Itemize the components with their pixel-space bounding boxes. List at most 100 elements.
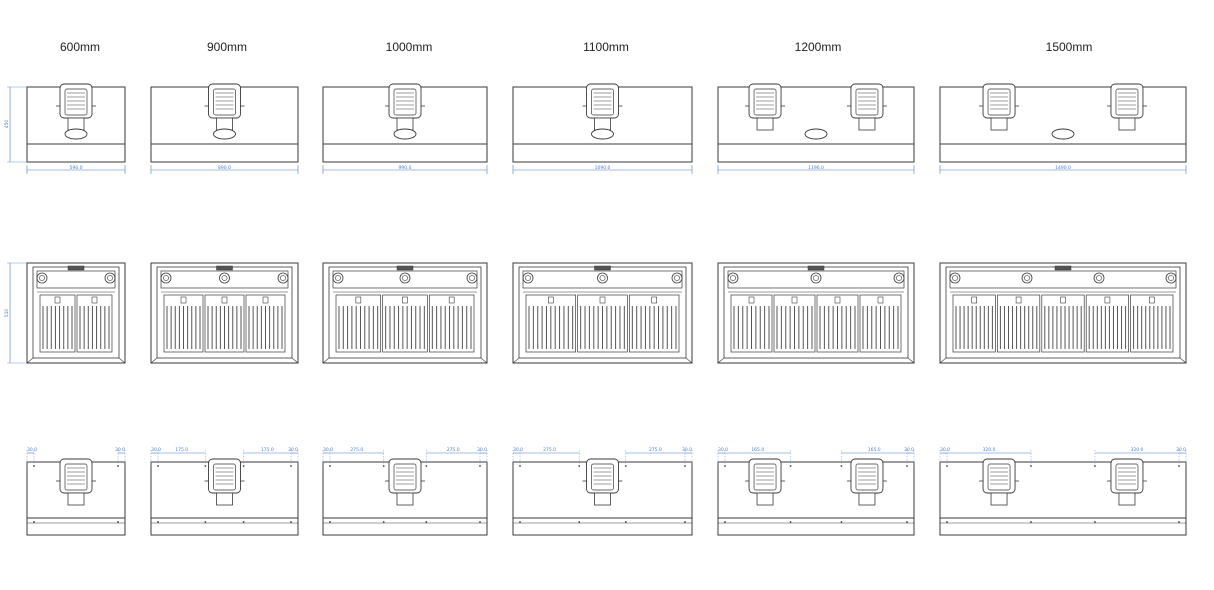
blower-cover [753, 88, 777, 116]
side-dimension-label: 275.0 [543, 447, 556, 453]
blower-outlet [396, 492, 414, 506]
width-dimension-label: 990.0 [399, 165, 412, 171]
filter-handle [262, 296, 269, 304]
filter-handle [1104, 296, 1111, 304]
width-dimension-label: 890.0 [218, 165, 231, 171]
blower-outlet [990, 117, 1008, 131]
led-light-inner [163, 275, 169, 281]
mounting-view [512, 450, 693, 536]
filter-handle [748, 296, 755, 304]
frame-bevel [939, 357, 947, 364]
filter-handle [448, 296, 455, 304]
blower-outlet [756, 117, 774, 131]
frame-bevel [512, 357, 520, 364]
top-view [512, 83, 693, 174]
filter-handle [877, 296, 884, 304]
mount-hole [789, 521, 792, 523]
mount-hole [724, 521, 726, 523]
control-panel [807, 265, 825, 271]
blower-cover [393, 463, 417, 491]
filter-handle [971, 296, 978, 304]
led-light-inner [952, 275, 958, 281]
hood-body-outline [939, 86, 1187, 163]
grease-filter [997, 294, 1041, 353]
duct-outlet-oval [591, 128, 614, 140]
size-label: 1500mm [1045, 40, 1093, 54]
size-label: 1000mm [385, 40, 433, 54]
mount-hole [157, 521, 159, 523]
front-view [150, 262, 299, 364]
front-view [512, 262, 693, 364]
duct-outlet-oval [64, 128, 88, 140]
blower-cover [213, 88, 236, 116]
mount-hole [329, 521, 331, 523]
filter-handle [1015, 296, 1022, 304]
mount-hole [624, 521, 627, 523]
led-light [160, 272, 172, 284]
mount-hole [1030, 521, 1032, 523]
frame-bevel [291, 357, 299, 364]
led-light-inner [599, 275, 606, 281]
filter-handle [1149, 296, 1155, 304]
blower-outlet [216, 117, 233, 131]
blower-cover [213, 463, 236, 491]
blower-outlet [216, 492, 233, 506]
led-light [1021, 272, 1033, 284]
side-dimension-label: 30.0 [27, 447, 37, 453]
filter-handle [599, 296, 606, 304]
filter-handle [91, 296, 98, 304]
filter-handle [548, 296, 554, 304]
filter-handle [402, 296, 408, 304]
blower-outlet [990, 492, 1008, 506]
led-light-inner [469, 275, 475, 281]
led-light-inner [280, 275, 286, 281]
mount-hole [1094, 521, 1096, 523]
mount-hole [425, 521, 428, 523]
mount-hole [840, 521, 843, 523]
led-light-inner [107, 275, 113, 281]
duct-outlet-oval [213, 128, 236, 140]
frame-bevel [118, 357, 126, 364]
mounting-view [322, 450, 488, 536]
blower-cover [753, 463, 777, 491]
led-light [36, 272, 48, 284]
led-light [671, 272, 683, 284]
mounting-view [26, 450, 126, 536]
duct-outlet-oval [393, 128, 417, 140]
blower-cover [591, 463, 614, 491]
blower-outlet [858, 492, 876, 506]
side-dimension-label: 30.0 [477, 447, 487, 453]
led-light-inner [674, 275, 680, 281]
led-light-inner [525, 275, 531, 281]
side-dimension-label: 275.0 [350, 447, 363, 453]
mounting-view [939, 450, 1187, 536]
mount-hole [479, 521, 481, 523]
mount-outline [939, 461, 1187, 536]
blower-cover [64, 88, 88, 116]
side-dimension-label: 275.0 [447, 447, 460, 453]
led-light-inner [730, 275, 736, 281]
frame-bevel [26, 357, 34, 364]
grease-filter [952, 294, 996, 353]
led-light-inner [335, 275, 341, 281]
grease-filter [335, 294, 382, 353]
led-light [597, 272, 608, 284]
frame-bevel [322, 357, 330, 364]
grease-filter [382, 294, 428, 353]
mount-hole [1178, 521, 1180, 523]
size-label: 1100mm [583, 40, 629, 54]
mount-hole [204, 521, 207, 523]
blower-cover [855, 463, 879, 491]
side-dimension-label: 30.0 [323, 447, 333, 453]
duct-outlet-oval [804, 128, 828, 140]
grease-filter [1041, 294, 1085, 353]
led-light [399, 272, 411, 284]
blower-cover [1115, 88, 1139, 116]
frame-bevel [150, 357, 158, 364]
top-view [717, 83, 915, 174]
mount-hole [519, 521, 521, 523]
side-dimension-label: 30.0 [940, 447, 950, 453]
blower-outlet [1118, 117, 1136, 131]
filter-handle [1060, 296, 1066, 304]
